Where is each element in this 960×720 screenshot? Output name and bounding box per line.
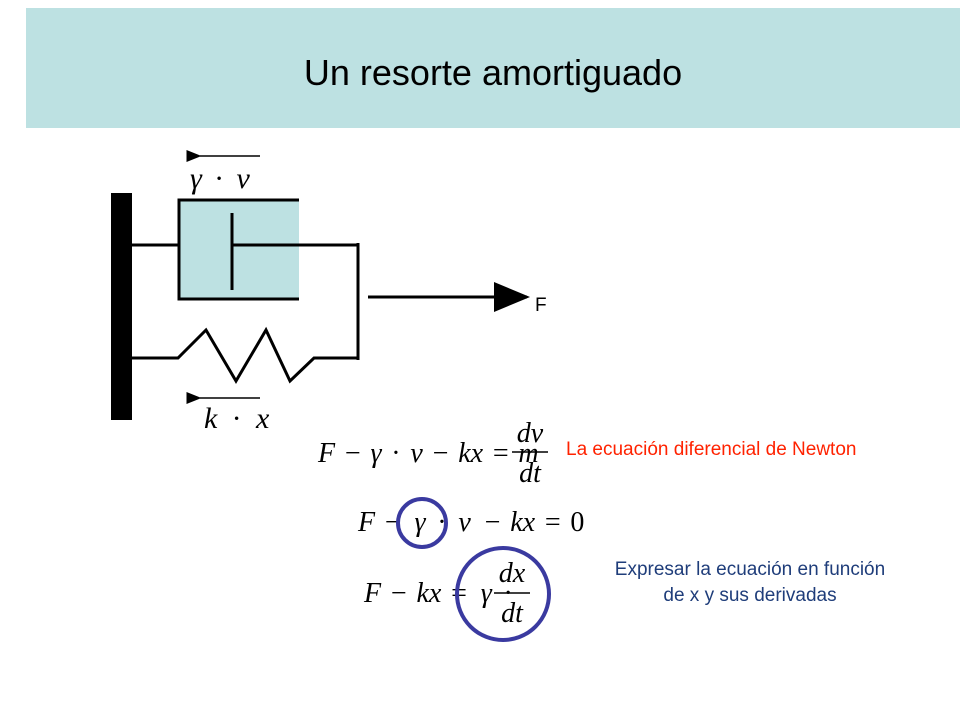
- newton-note: La ecuación diferencial de Newton: [566, 439, 857, 460]
- newton-equation: F − γ · v − kx = m dv dt: [317, 418, 548, 489]
- highlight-circle-derivative: [455, 546, 551, 642]
- damping-force-label: γ · v: [190, 162, 251, 195]
- spring: [132, 326, 358, 384]
- spring-force-label: k · x: [204, 402, 270, 435]
- express-note-line-2: de x y sus derivadas: [663, 585, 837, 606]
- highlight-circle-damping: [396, 497, 448, 549]
- damper-cylinder: [179, 200, 299, 299]
- svg-text:dx: dx: [499, 558, 526, 589]
- svg-text:F − γ ·: F − γ · v − kx = m: [317, 437, 539, 469]
- slide-title: Un resorte amortiguado: [303, 52, 683, 93]
- svg-text:F − kx =: F − kx = γ ·: [363, 577, 513, 609]
- fixed-wall: [111, 193, 132, 420]
- title-banner: Un resorte amortiguado: [26, 8, 960, 128]
- svg-text:F − γ ·: F − γ · v − kx = 0: [357, 506, 584, 538]
- static-equation: F − γ · v − kx = 0: [357, 506, 584, 538]
- express-note: Expresar la ecuación en función de x y s…: [572, 557, 928, 609]
- express-note-line-1: Expresar la ecuación en función: [614, 559, 886, 580]
- damper-cylinder-outline: [177, 198, 299, 301]
- svg-text:dt: dt: [519, 458, 542, 489]
- derivative-equation: F − kx = γ · dx dt: [363, 558, 530, 629]
- svg-text:dt: dt: [501, 598, 524, 629]
- svg-text:dv: dv: [517, 418, 544, 449]
- force-label: F: [535, 295, 547, 316]
